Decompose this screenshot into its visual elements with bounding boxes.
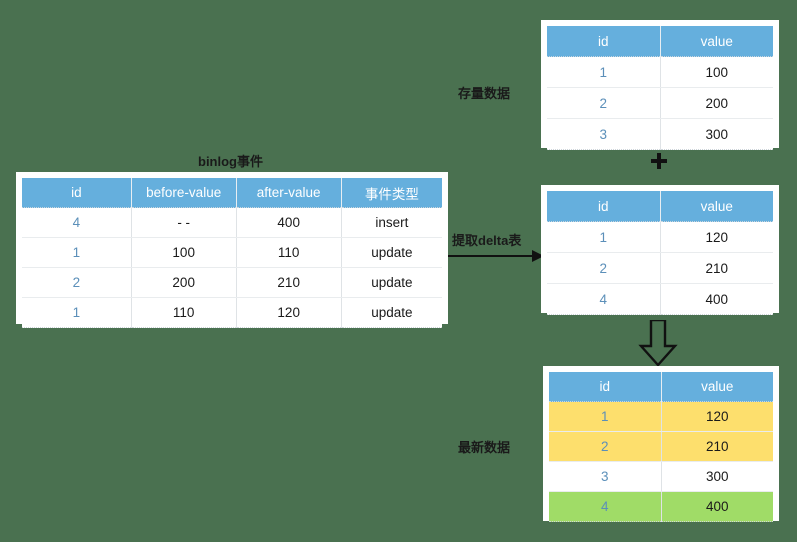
- stock-data-table: id value 1 100 2 200 3 300: [541, 20, 779, 150]
- table-header-row: id value: [547, 191, 773, 222]
- latest-data-table: id value 1 120 2 210 3 300 4: [543, 366, 779, 522]
- table-header-row: id value: [547, 26, 773, 57]
- cell-value: 120: [661, 401, 773, 432]
- table-row: 1 110 120 update: [22, 297, 442, 328]
- cell-id: 4: [22, 207, 132, 238]
- table-row: 1 100: [547, 56, 773, 88]
- cell-event-type: insert: [341, 207, 442, 238]
- cell-id: 2: [547, 252, 661, 284]
- cell-after-value: 110: [236, 237, 342, 268]
- cell-id: 1: [549, 401, 662, 432]
- cell-value: 300: [661, 461, 773, 492]
- latest-data-label: 最新数据: [458, 440, 511, 455]
- stock-data-label: 存量数据: [458, 86, 511, 101]
- cell-id: 2: [549, 431, 662, 462]
- extract-delta-arrow-icon: [448, 250, 544, 262]
- cell-id: 4: [549, 491, 662, 522]
- delta-table: id value 1 120 2 210 4 400: [541, 185, 779, 315]
- cell-value: 210: [660, 252, 773, 284]
- column-header-id: id: [549, 372, 662, 402]
- column-header-event-type: 事件类型: [341, 178, 442, 208]
- table-row: 3 300: [547, 118, 773, 150]
- cell-event-type: update: [341, 267, 442, 298]
- column-header-value: value: [661, 372, 773, 402]
- table-row: 1 120: [547, 221, 773, 253]
- cell-before-value: - -: [131, 207, 237, 238]
- cell-value: 120: [660, 221, 773, 253]
- table-row: 3 300: [549, 461, 773, 492]
- cell-after-value: 210: [236, 267, 342, 298]
- table-header-row: id before-value after-value 事件类型: [22, 178, 442, 208]
- cell-id: 2: [547, 87, 661, 119]
- binlog-table-title: binlog事件: [198, 154, 263, 169]
- table-row: 1 100 110 update: [22, 237, 442, 268]
- column-header-value: value: [660, 191, 773, 222]
- column-header-before-value: before-value: [131, 178, 237, 208]
- table-row: 2 210: [549, 431, 773, 462]
- cell-value: 200: [660, 87, 773, 119]
- plus-icon: [651, 153, 667, 169]
- cell-value: 300: [660, 118, 773, 150]
- cell-value: 210: [661, 431, 773, 462]
- extract-delta-label: 提取delta表: [452, 233, 522, 248]
- cell-value: 400: [660, 283, 773, 315]
- cell-event-type: update: [341, 237, 442, 268]
- cell-id: 1: [22, 297, 132, 328]
- cell-event-type: update: [341, 297, 442, 328]
- cell-id: 2: [22, 267, 132, 298]
- table-header-row: id value: [549, 372, 773, 402]
- table-row: 4 - - 400 insert: [22, 207, 442, 238]
- cell-before-value: 100: [131, 237, 237, 268]
- table-row: 2 200 210 update: [22, 267, 442, 298]
- cell-id: 1: [22, 237, 132, 268]
- merge-down-arrow-icon: [638, 320, 678, 366]
- cell-after-value: 400: [236, 207, 342, 238]
- cell-id: 3: [547, 118, 661, 150]
- cell-after-value: 120: [236, 297, 342, 328]
- column-header-value: value: [660, 26, 773, 57]
- table-row: 4 400: [547, 283, 773, 315]
- table-row: 2 210: [547, 252, 773, 284]
- cell-before-value: 200: [131, 267, 237, 298]
- table-row: 1 120: [549, 401, 773, 432]
- table-row: 2 200: [547, 87, 773, 119]
- column-header-id: id: [547, 26, 661, 57]
- column-header-id: id: [22, 178, 132, 208]
- cell-id: 1: [547, 221, 661, 253]
- cell-id: 4: [547, 283, 661, 315]
- column-header-id: id: [547, 191, 661, 222]
- column-header-after-value: after-value: [236, 178, 342, 208]
- binlog-events-table: id before-value after-value 事件类型 4 - - 4…: [16, 172, 448, 328]
- cell-value: 400: [661, 491, 773, 522]
- cell-id: 3: [549, 461, 662, 492]
- cell-value: 100: [660, 56, 773, 88]
- cell-before-value: 110: [131, 297, 237, 328]
- table-row: 4 400: [549, 491, 773, 522]
- cell-id: 1: [547, 56, 661, 88]
